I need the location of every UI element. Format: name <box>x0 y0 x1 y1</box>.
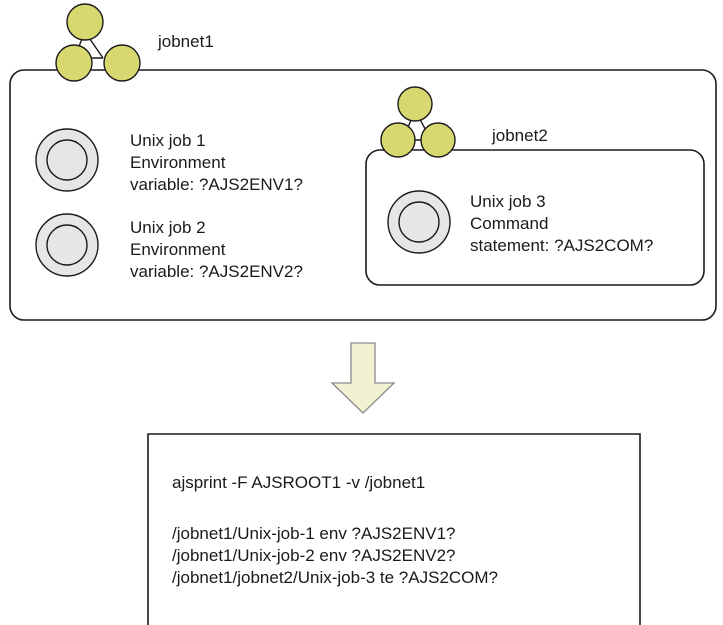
unix-job-1-line3: variable: ?AJS2ENV1? <box>130 175 303 194</box>
output-line-2: /jobnet1/Unix-job-2 env ?AJS2ENV2? <box>172 546 456 565</box>
jobnet1-icon <box>55 3 141 82</box>
unix-job-2-name: Unix job 2 <box>130 218 206 237</box>
unix-job-1-text: Unix job 1 Environment variable: ?AJS2EN… <box>130 130 303 196</box>
unix-job-1-icon <box>35 128 99 192</box>
unix-job-2-icon <box>35 213 99 277</box>
jobnet2-icon <box>380 86 456 158</box>
down-arrow-icon <box>330 342 396 414</box>
output-box <box>147 433 641 625</box>
jobnet2-label: jobnet2 <box>492 126 548 145</box>
output-line-3: /jobnet1/jobnet2/Unix-job-3 te ?AJS2COM? <box>172 568 499 587</box>
jobnet1-label: jobnet1 <box>158 32 214 51</box>
unix-job-2-text: Unix job 2 Environment variable: ?AJS2EN… <box>130 217 303 283</box>
unix-job-2-line2: Environment <box>130 240 226 259</box>
unix-job-1-name: Unix job 1 <box>130 131 206 150</box>
command-line: ajsprint -F AJSROOT1 -v /jobnet1 <box>172 473 426 492</box>
unix-job-1-line2: Environment <box>130 153 226 172</box>
unix-job-3-name: Unix job 3 <box>470 192 546 211</box>
unix-job-2-line3: variable: ?AJS2ENV2? <box>130 262 303 281</box>
unix-job-3-line2: Command <box>470 214 549 233</box>
output-line-1: /jobnet1/Unix-job-1 env ?AJS2ENV1? <box>172 524 456 543</box>
unix-job-3-text: Unix job 3 Command statement: ?AJS2COM? <box>470 191 653 257</box>
unix-job-3-icon <box>387 190 451 254</box>
unix-job-3-line3: statement: ?AJS2COM? <box>470 236 654 255</box>
jobnet2-box <box>365 149 705 286</box>
